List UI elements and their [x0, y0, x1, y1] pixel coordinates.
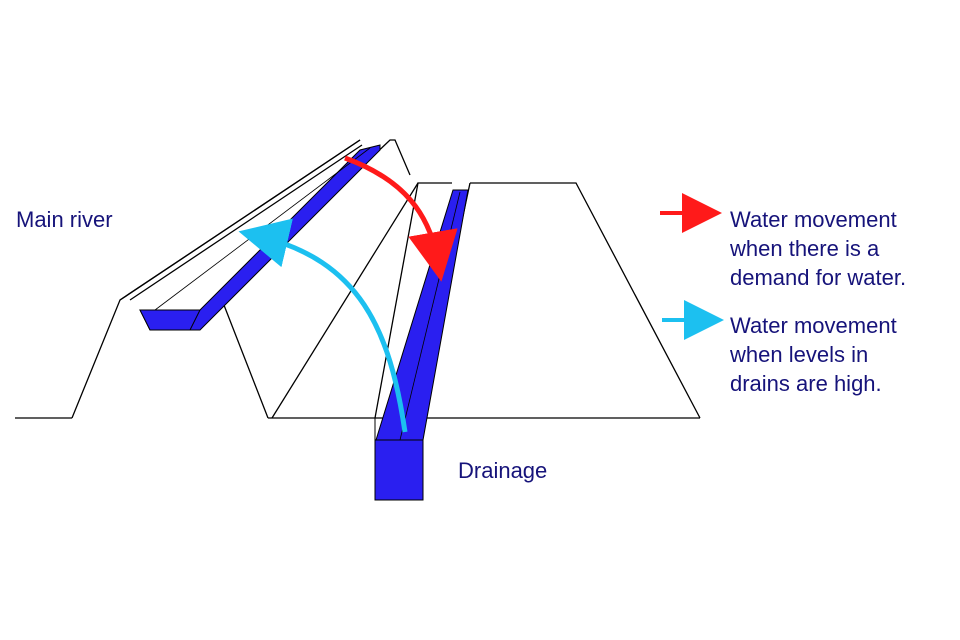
legend-line: drains are high.: [730, 371, 882, 396]
legend-line: Water movement: [730, 207, 897, 232]
main-river-channel: [139, 144, 381, 331]
drainage-label: Drainage: [458, 458, 548, 483]
legend-line: when levels in: [730, 342, 869, 367]
legend-item-high-levels: Water movement when levels in drains are…: [730, 311, 897, 398]
legend-line: when there is a: [730, 236, 880, 261]
ground-outline: [15, 139, 701, 419]
main-river-label: Main river: [16, 207, 113, 232]
red-arrow: [344, 155, 458, 282]
legend-item-demand: Water movement when there is a demand fo…: [730, 205, 906, 292]
legend-line: Water movement: [730, 313, 897, 338]
cyan-arrow: [238, 218, 408, 433]
legend-line: demand for water.: [730, 265, 907, 290]
